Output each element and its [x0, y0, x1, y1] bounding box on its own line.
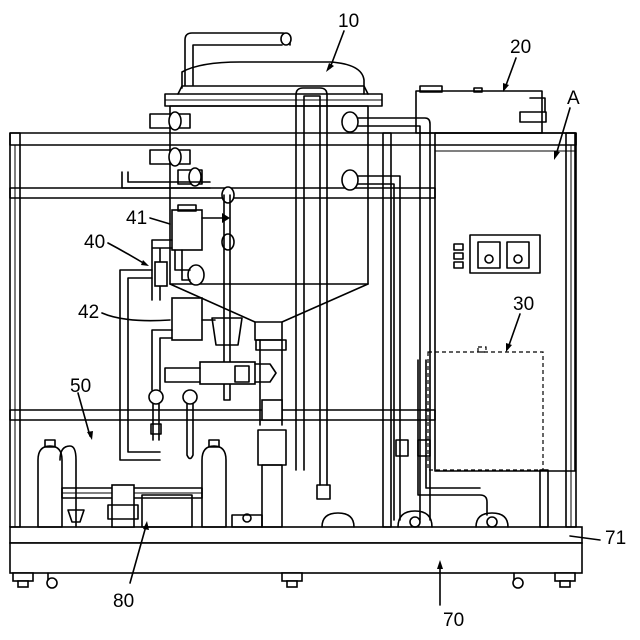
lower-tank: [396, 347, 543, 515]
caster-left: [47, 573, 57, 588]
label-tank: 10: [338, 11, 359, 32]
foot-right: [555, 573, 575, 587]
foot-left: [13, 573, 33, 587]
label-lower-tank: 30: [513, 294, 534, 315]
u-pipe: [296, 88, 330, 499]
label-pump: 80: [113, 591, 134, 612]
top-box: [416, 86, 546, 133]
caster-right: [513, 573, 523, 588]
pipe-fittings-right: [342, 112, 430, 520]
label-base: 70: [443, 610, 464, 631]
base-frame: [10, 527, 582, 588]
pipe-fittings-left: [122, 112, 210, 188]
label-filter: 50: [70, 376, 91, 397]
foot-middle: [282, 573, 302, 587]
bottom-pumps: [232, 511, 508, 527]
filter-group: [38, 440, 226, 527]
control-panel: [454, 235, 540, 273]
label-box-top: 20: [510, 37, 531, 58]
leader-lines: [78, 31, 600, 605]
label-unit: 40: [84, 232, 105, 253]
label-frame: A: [567, 88, 580, 109]
main-frame: [10, 133, 576, 527]
label-base-edge: 71: [605, 528, 626, 549]
label-unit-lower: 42: [78, 302, 99, 323]
label-unit-upper: 41: [126, 208, 147, 229]
